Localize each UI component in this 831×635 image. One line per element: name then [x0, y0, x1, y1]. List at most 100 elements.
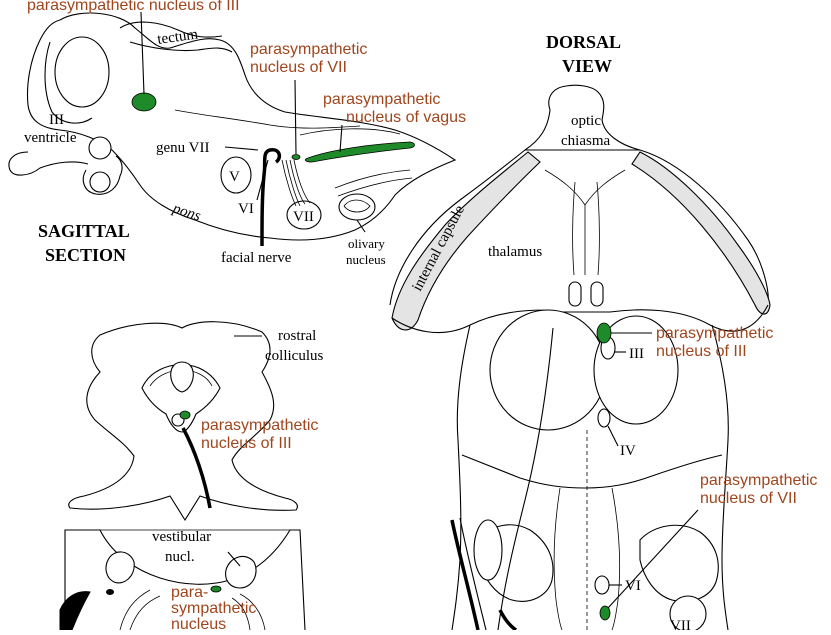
- midbrain-cross-section: rostral colliculus parasympathetic nucle…: [68, 321, 323, 522]
- label-VI-dorsal: VI: [625, 578, 641, 594]
- label-para-III-xs-2: nucleus of III: [201, 435, 292, 452]
- label-III-dorsal: III: [629, 346, 644, 362]
- label-optic-1: optic: [571, 113, 601, 129]
- label-IV-dorsal: IV: [620, 443, 636, 459]
- para-III-nucleus-xs: [179, 410, 191, 420]
- VI-nerve-line: [256, 159, 269, 201]
- label-vagus-1: parasympathetic: [323, 91, 440, 108]
- label-para-III-dorsal-2: nucleus of III: [656, 343, 747, 360]
- leader-para-VII-sag: [294, 79, 297, 155]
- label-para-III-xs-1: parasympathetic: [201, 417, 318, 434]
- vagus-nucleus-sagittal: [304, 141, 415, 163]
- medulla-black-tract: [59, 591, 91, 631]
- sagittal-section: parasympathetic nucleus of III tectum pa…: [8, 0, 466, 267]
- label-vestibular-1: vestibular: [152, 529, 211, 545]
- leader-genu: [224, 146, 259, 151]
- brainstem-outline: [451, 324, 729, 631]
- label-VII-dorsal: VII: [670, 618, 691, 630]
- label-para-VII-sag-2: nucleus of VII: [250, 59, 347, 76]
- sagittal-outline: [59, 12, 457, 241]
- para-III-nucleus-sagittal: [131, 92, 157, 112]
- optic-chiasma-outline: [524, 84, 641, 151]
- optic-stub: [8, 151, 89, 176]
- label-para-medulla-2: sympathetic: [171, 600, 256, 617]
- label-olivary-2: nucleus: [346, 252, 386, 267]
- dorsal-left-tract: [450, 519, 480, 631]
- tubercle-left: [568, 281, 582, 307]
- para-III-nucleus-dorsal: [596, 322, 612, 344]
- xs-III-nerve: [181, 427, 212, 509]
- internal-capsule-left: [391, 151, 541, 331]
- IV-nucleus-dorsal: [597, 408, 611, 428]
- leader-vagus-sag: [339, 124, 343, 153]
- label-III-ventricle-2: ventricle: [24, 130, 77, 146]
- para-VII-nucleus-dorsal: [599, 605, 611, 621]
- leader-IV-dorsal: [607, 425, 619, 447]
- leader-para-III-sag: [140, 11, 145, 95]
- label-para-III-dorsal-1: parasympathetic: [656, 325, 773, 342]
- nucleus-V-shape: [220, 156, 252, 194]
- vestibular-left: [105, 551, 135, 584]
- label-para-III-sagittal: parasympathetic nucleus of III: [27, 0, 240, 14]
- diencephalon-outline: [27, 19, 113, 151]
- title-dorsal-2: VIEW: [562, 56, 612, 76]
- label-V: V: [229, 169, 240, 185]
- midbrain-outline: [391, 304, 769, 334]
- midbrain-xs-outline: [68, 321, 298, 522]
- label-thalamus: thalamus: [488, 244, 542, 260]
- title-dorsal-1: DORSAL: [546, 32, 621, 52]
- VII-fibers: [281, 159, 311, 207]
- dorsal-left-loop: [473, 519, 503, 581]
- aqueduct: [170, 361, 194, 393]
- trochlear-line: [497, 327, 554, 631]
- label-para-VII-dorsal-1: parasympathetic: [700, 472, 817, 489]
- medulla-fibers: [119, 589, 266, 631]
- medulla-outline: [64, 529, 306, 631]
- label-pons: pons: [170, 200, 203, 224]
- label-VI: VI: [238, 201, 254, 217]
- massa-intermedia: [54, 36, 110, 108]
- thalamus-outline: [389, 149, 769, 306]
- facial-nerve-path: [260, 148, 282, 247]
- leader-vestibular: [227, 551, 241, 567]
- fourth-ventricle-outline: [553, 487, 621, 631]
- para-nucleus-medulla: [210, 585, 222, 593]
- tectum-band: [119, 21, 223, 38]
- diencephalon-inner: [44, 41, 93, 124]
- thalamus-divider-r: [596, 181, 600, 276]
- internal-capsule-right: [631, 151, 771, 315]
- label-facial-nerve: facial nerve: [221, 250, 292, 266]
- olivary-inner: [343, 199, 371, 213]
- title-sagittal-2: SECTION: [45, 245, 126, 265]
- tectum-band-inner: [129, 41, 233, 53]
- para-VII-nucleus-sagittal: [291, 154, 301, 160]
- dorsal-left-tract-2: [459, 517, 487, 631]
- nucleus-VII-shape: [286, 200, 322, 230]
- label-genu-VII: genu VII: [156, 140, 209, 156]
- label-rostral-1: rostral: [278, 328, 316, 344]
- dorsal-view: DORSAL VIEW optic chiasma internal capsu…: [389, 32, 817, 634]
- label-vestibular-2: nucl.: [165, 549, 195, 565]
- label-internal-capsule: internal capsule: [409, 203, 468, 294]
- title-sagittal-1: SAGITTAL: [38, 221, 130, 241]
- ventricle-line: [299, 128, 401, 136]
- label-para-medulla-1: para-: [171, 584, 208, 601]
- vestibular-right: [225, 555, 257, 589]
- dorsal-bottom-stroke: [498, 609, 518, 632]
- pons-outline: [461, 454, 723, 489]
- label-optic-2: chiasma: [561, 133, 610, 149]
- label-olivary-1: olivary: [348, 236, 385, 251]
- pons-inner-line: [174, 109, 361, 129]
- infundibulum: [89, 171, 111, 193]
- label-para-medulla-3: nucleus: [171, 616, 226, 630]
- thalamus-divider: [572, 181, 576, 276]
- third-ventricle: [544, 169, 626, 275]
- label-para-VII-dorsal-2: nucleus of VII: [700, 490, 797, 507]
- label-rostral-2: colliculus: [265, 348, 323, 364]
- leader-olivary: [356, 219, 366, 233]
- peduncle-left: [477, 524, 554, 602]
- label-VII: VII: [293, 209, 314, 225]
- mamillary-bulb: [88, 136, 112, 160]
